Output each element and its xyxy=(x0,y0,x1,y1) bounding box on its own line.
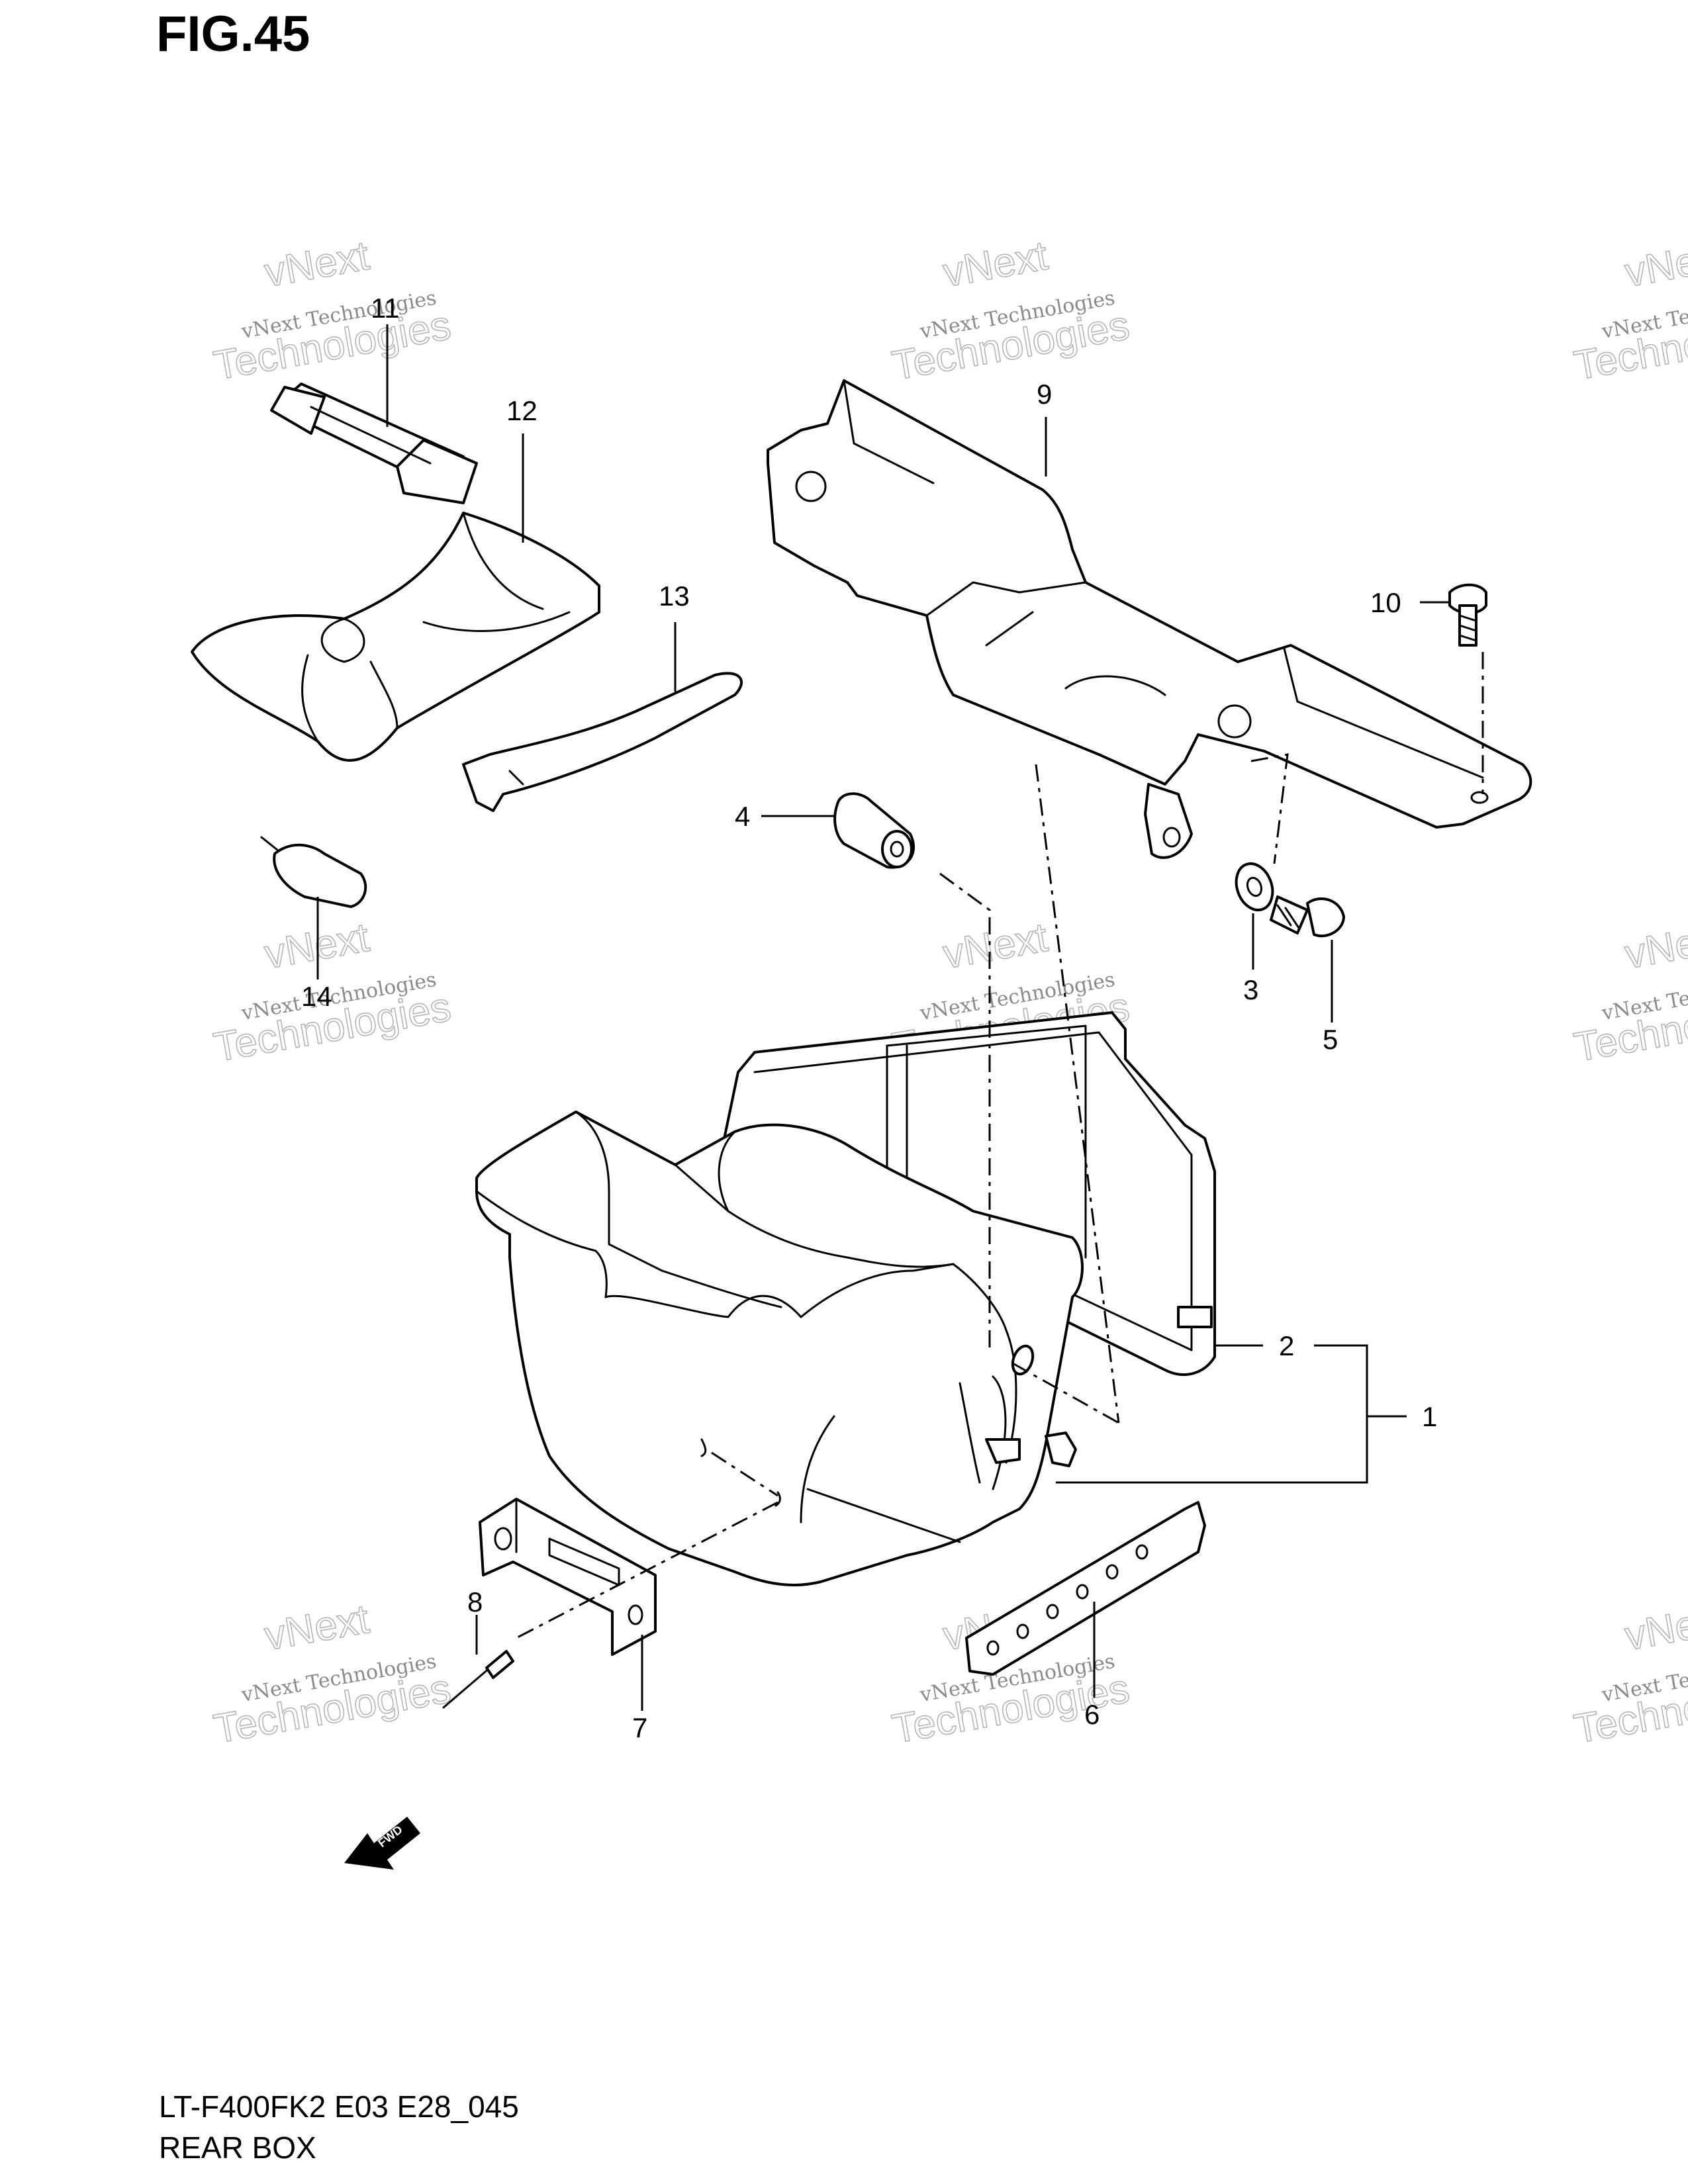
callout-3: 3 xyxy=(1243,974,1258,1005)
svg-text:vNext: vNext xyxy=(1622,1596,1688,1659)
part-14-grommet xyxy=(260,836,367,908)
svg-text:vNext: vNext xyxy=(1622,233,1688,296)
part-3-washer xyxy=(1235,862,1274,911)
callout-8: 8 xyxy=(467,1586,483,1617)
callout-14: 14 xyxy=(301,981,332,1012)
part-13-clip xyxy=(462,672,743,812)
assembly-lines xyxy=(516,652,1484,1639)
part-6-plate xyxy=(965,1501,1206,1676)
part-8-rivet xyxy=(442,1650,514,1709)
part-4-bushing xyxy=(833,792,915,869)
watermark: vNext Technologies vNext Technologies xyxy=(1570,914,1688,1071)
callout-12: 12 xyxy=(506,395,538,426)
callout-1: 1 xyxy=(1422,1401,1437,1432)
part-12-cover xyxy=(191,512,600,762)
callout-5: 5 xyxy=(1323,1024,1338,1055)
part-10-bolt xyxy=(1448,583,1487,647)
watermark: vNext Technologies vNext Technologies xyxy=(1570,232,1688,390)
callout-2: 2 xyxy=(1279,1330,1294,1361)
part-1-rear-box xyxy=(475,1111,1084,1586)
watermark: vNext Technologies vNext Technologies xyxy=(888,232,1133,390)
part-7-bracket xyxy=(479,1498,657,1656)
part-5-bolt xyxy=(1270,895,1345,938)
leader-lines xyxy=(316,324,1450,1711)
fwd-arrow-icon: FWD xyxy=(344,1817,420,1870)
callout-labels: 11 12 13 9 10 4 3 5 14 2 1 6 7 8 xyxy=(301,293,1437,1743)
svg-text:vNext: vNext xyxy=(261,233,373,296)
part-11-strap xyxy=(270,383,478,504)
callout-10: 10 xyxy=(1370,587,1401,618)
figure-title: FIG.45 xyxy=(156,6,310,62)
watermark: vNext Technologies vNext Technologies xyxy=(210,1596,455,1753)
callout-9: 9 xyxy=(1037,379,1052,410)
part-9-bracket xyxy=(767,379,1532,859)
callout-11: 11 xyxy=(371,293,400,324)
watermark: vNext Technologies vNext Technologies xyxy=(1570,1596,1688,1753)
svg-text:vNext: vNext xyxy=(261,1596,373,1659)
watermark: vNext Technologies vNext Technologies xyxy=(210,232,455,390)
svg-text:vNext: vNext xyxy=(940,915,1051,978)
svg-text:vNext: vNext xyxy=(1622,915,1688,978)
callout-4: 4 xyxy=(735,801,750,832)
callout-6: 6 xyxy=(1084,1699,1100,1730)
model-code: LT-F400FK2 E03 E28_045 xyxy=(159,2089,519,2124)
section-name: REAR BOX xyxy=(159,2130,316,2165)
svg-text:vNext: vNext xyxy=(940,233,1051,296)
callout-7: 7 xyxy=(632,1712,647,1743)
callout-13: 13 xyxy=(659,580,690,612)
